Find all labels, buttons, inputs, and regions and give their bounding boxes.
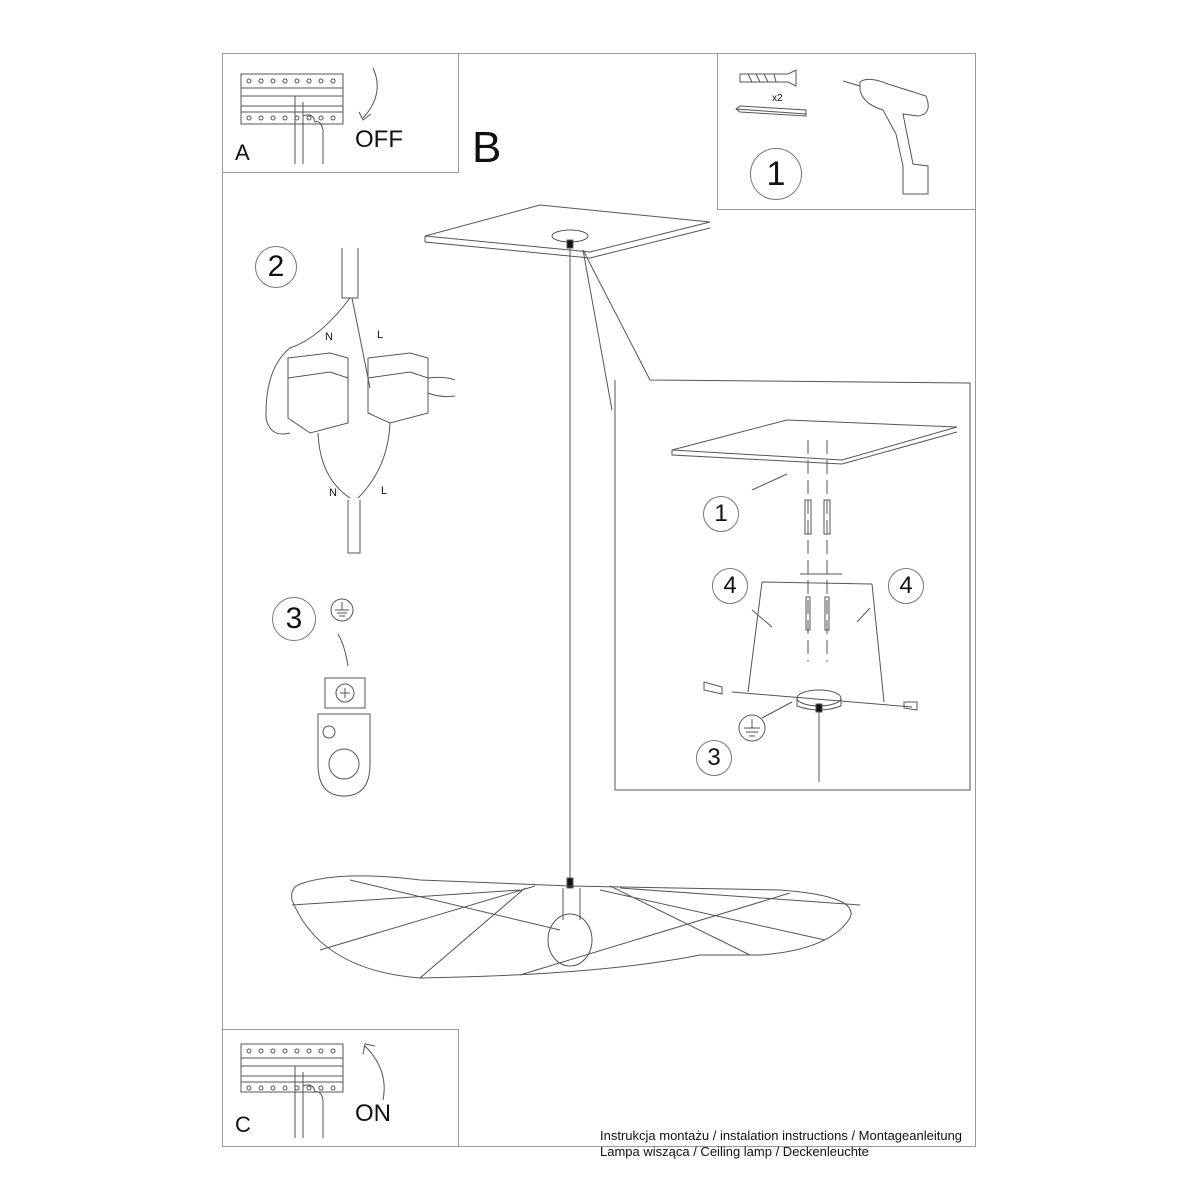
mounting-bracket bbox=[747, 573, 885, 703]
ceiling-plate bbox=[424, 204, 711, 259]
footer-caption: Instrukcja montażu / instalation instruc… bbox=[600, 1128, 962, 1160]
panel-a-switch-off: A OFF bbox=[222, 53, 459, 173]
wall-plug-icon bbox=[804, 499, 831, 535]
step-3-badge: 3 bbox=[272, 597, 316, 641]
terminal-l-icon bbox=[367, 352, 429, 424]
callout-4-left: 4 bbox=[712, 568, 748, 604]
screw-icon bbox=[805, 596, 830, 631]
footer-line-2: Lampa wisząca / Ceiling lamp / Deckenleu… bbox=[600, 1144, 869, 1159]
callout-4-right: 4 bbox=[888, 568, 924, 604]
panel-a-letter: A bbox=[235, 140, 250, 165]
wall-plug-icon bbox=[739, 69, 797, 87]
panel-c-on-label: ON bbox=[355, 1100, 391, 1127]
hand-icon bbox=[427, 376, 456, 398]
side-screw-right bbox=[903, 701, 918, 711]
quantity-label: x2 bbox=[772, 93, 783, 104]
drill-icon bbox=[842, 78, 929, 195]
screw-icon bbox=[335, 683, 355, 703]
lamp-shade-wire bbox=[291, 875, 852, 979]
ground-terminal-illustration bbox=[317, 598, 371, 797]
panel-c-switch-on: C ON bbox=[222, 1029, 459, 1147]
ceiling-plate-detail bbox=[671, 419, 958, 465]
page-frame bbox=[222, 53, 976, 1147]
callout-3: 3 bbox=[696, 740, 732, 776]
light-bulb bbox=[547, 913, 593, 967]
label-n-bottom: N bbox=[329, 487, 337, 499]
footer-line-1: Instrukcja montażu / instalation instruc… bbox=[600, 1128, 963, 1143]
arrow-down-icon bbox=[358, 67, 378, 121]
hand-icon bbox=[294, 96, 324, 164]
ring-terminal bbox=[317, 713, 371, 797]
side-screw-left bbox=[703, 681, 723, 695]
panel-tools: x2 1 bbox=[717, 53, 976, 210]
step-1-badge: 1 bbox=[750, 148, 802, 200]
callout-1: 1 bbox=[703, 496, 739, 532]
label-l-bottom: L bbox=[381, 485, 388, 497]
screw-icon bbox=[735, 105, 807, 117]
tools-illustration bbox=[735, 69, 929, 195]
panel-b-letter: B bbox=[472, 123, 502, 172]
exploded-view-illustration bbox=[671, 419, 958, 782]
step-2-badge: 2 bbox=[255, 246, 297, 288]
arrow-up-icon bbox=[362, 1043, 385, 1101]
hand-icon bbox=[294, 1066, 324, 1138]
ground-symbol-icon bbox=[330, 598, 354, 622]
wiring-illustration bbox=[265, 248, 456, 554]
terminal-n-icon bbox=[287, 352, 349, 434]
panel-c-letter: C bbox=[235, 1112, 251, 1137]
panel-a-off-label: OFF bbox=[355, 126, 403, 153]
label-n-top: N bbox=[325, 331, 333, 343]
ground-symbol-icon bbox=[738, 714, 766, 742]
breaker-panel-icon bbox=[240, 67, 378, 164]
label-l-top: L bbox=[377, 329, 384, 341]
breaker-panel-icon bbox=[240, 1043, 385, 1138]
